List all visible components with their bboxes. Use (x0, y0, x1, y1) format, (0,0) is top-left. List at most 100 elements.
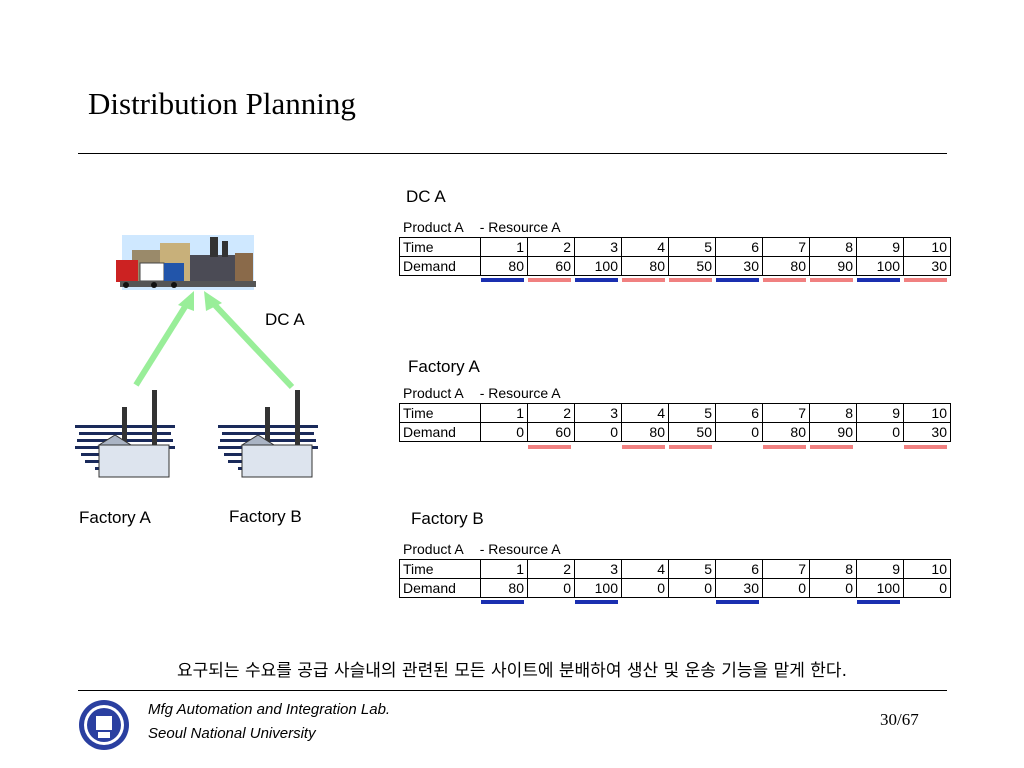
time-cell: 9 (856, 559, 904, 579)
demand-cell: 50 (668, 256, 716, 276)
diagram-dc-label: DC A (265, 310, 305, 329)
time-cell: 4 (621, 403, 669, 423)
time-cell: 3 (574, 559, 622, 579)
period-mark-red (810, 445, 853, 449)
demand-cell: 30 (903, 256, 951, 276)
time-cell: 8 (809, 403, 857, 423)
demand-cell: 0 (527, 578, 575, 598)
time-label: Time (399, 237, 481, 257)
period-mark-red (669, 278, 712, 282)
demand-cell: 0 (762, 578, 810, 598)
demand-cell: 0 (809, 578, 857, 598)
summary-note: 요구되는 수요를 공급 사슬내의 관련된 모든 사이트에 분배하여 생산 및 운… (177, 661, 847, 681)
caption-product: Product A (403, 541, 464, 557)
time-cell: 1 (480, 237, 528, 257)
demand-cell: 100 (856, 256, 904, 276)
demand-cell: 50 (668, 422, 716, 442)
demand-cell: 80 (621, 422, 669, 442)
period-mark-red (904, 278, 947, 282)
demand-cell: 100 (574, 256, 622, 276)
factory-a-table-caption: Product A- Resource A (403, 385, 561, 401)
time-cell: 4 (621, 559, 669, 579)
time-cell: 5 (668, 559, 716, 579)
footer-university: Seoul National University (148, 725, 316, 742)
time-cell: 2 (527, 237, 575, 257)
time-label: Time (399, 559, 481, 579)
period-mark-blue (716, 600, 759, 604)
demand-cell: 80 (762, 422, 810, 442)
title-divider (78, 153, 947, 154)
time-cell: 5 (668, 237, 716, 257)
dc-a-table-caption: Product A - Resource A (403, 219, 561, 235)
demand-cell: 30 (715, 256, 763, 276)
time-cell: 4 (621, 237, 669, 257)
time-cell: 10 (903, 403, 951, 423)
footer-divider (78, 690, 947, 691)
footer-lab-name: Mfg Automation and Integration Lab. (148, 701, 391, 718)
factory-b-table-heading: Factory B (411, 509, 484, 528)
demand-cell: 0 (574, 422, 622, 442)
caption-product: Product A (403, 219, 464, 235)
time-cell: 6 (715, 403, 763, 423)
period-mark-red (528, 445, 571, 449)
demand-cell: 80 (762, 256, 810, 276)
time-cell: 6 (715, 237, 763, 257)
period-mark-red (669, 445, 712, 449)
period-mark-red (810, 278, 853, 282)
time-cell: 2 (527, 403, 575, 423)
caption-resource: - Resource A (479, 219, 561, 235)
demand-cell: 80 (621, 256, 669, 276)
demand-cell: 60 (527, 256, 575, 276)
period-mark-red (622, 278, 665, 282)
time-cell: 3 (574, 237, 622, 257)
time-cell: 6 (715, 559, 763, 579)
demand-cell: 30 (903, 422, 951, 442)
time-cell: 8 (809, 237, 857, 257)
factory-a-icon (75, 390, 175, 478)
distribution-diagram (75, 235, 318, 478)
diagram-factory-b-label: Factory B (229, 507, 302, 526)
factory-a-table-heading: Factory A (408, 357, 480, 376)
factory-b-marks (479, 600, 953, 604)
demand-cell: 80 (480, 256, 528, 276)
factory-a-marks (479, 445, 953, 449)
demand-cell: 0 (903, 578, 951, 598)
period-mark-blue (716, 278, 759, 282)
demand-cell: 80 (480, 578, 528, 598)
time-cell: 10 (903, 237, 951, 257)
dc-a-marks (479, 278, 953, 282)
page-number: 30/67 (880, 710, 919, 729)
demand-label: Demand (399, 422, 481, 442)
demand-label: Demand (399, 256, 481, 276)
time-cell: 10 (903, 559, 951, 579)
factory-b-icon (218, 390, 318, 478)
period-mark-blue (481, 278, 524, 282)
time-cell: 5 (668, 403, 716, 423)
demand-cell: 0 (715, 422, 763, 442)
demand-cell: 0 (621, 578, 669, 598)
demand-cell: 0 (856, 422, 904, 442)
period-mark-blue (481, 600, 524, 604)
demand-cell: 60 (527, 422, 575, 442)
warehouse-icon (116, 235, 256, 290)
time-label: Time (399, 403, 481, 423)
time-cell: 3 (574, 403, 622, 423)
caption-product: Product A (403, 385, 464, 401)
demand-cell: 90 (809, 256, 857, 276)
demand-cell: 100 (856, 578, 904, 598)
time-cell: 1 (480, 559, 528, 579)
period-mark-blue (857, 600, 900, 604)
diagram-factory-a-label: Factory A (79, 508, 151, 527)
period-mark-red (528, 278, 571, 282)
period-mark-red (763, 445, 806, 449)
period-mark-red (904, 445, 947, 449)
time-cell: 7 (762, 403, 810, 423)
